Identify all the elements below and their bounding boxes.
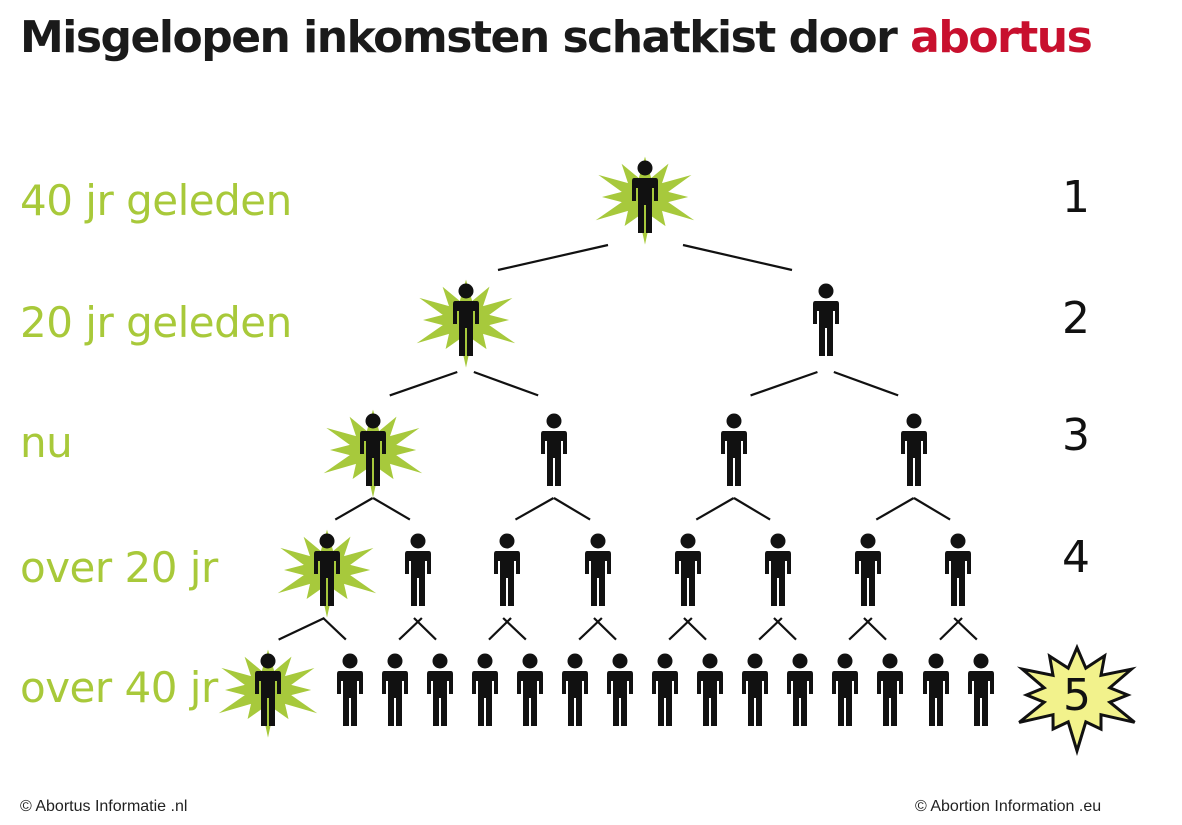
connector-line	[413, 617, 437, 641]
person-icon	[923, 653, 949, 726]
page-title: Misgelopen inkomsten schatkist door abor…	[20, 12, 1093, 63]
generation-number-1: 1	[1062, 172, 1090, 223]
generation-number-4: 4	[1062, 532, 1090, 583]
connector-line	[473, 370, 539, 397]
connector-line	[695, 497, 735, 521]
person-icon	[517, 653, 543, 726]
connector-line	[553, 497, 591, 521]
row-label-1: 40 jr geleden	[20, 176, 292, 225]
person-icon	[697, 653, 723, 726]
person-icon	[562, 653, 588, 726]
connector-line	[953, 617, 978, 641]
title-main: Misgelopen inkomsten schatkist door	[20, 12, 898, 63]
person-icon	[721, 413, 747, 486]
connector-line	[875, 497, 915, 521]
connector-line	[773, 617, 797, 641]
connector-line	[372, 497, 411, 521]
person-icon	[494, 533, 520, 606]
connector-line	[682, 243, 793, 272]
connector-line	[497, 243, 609, 272]
connector-line	[502, 617, 527, 641]
person-icon	[742, 653, 768, 726]
person-icon	[787, 653, 813, 726]
person-icon	[541, 413, 567, 486]
generation-number-2: 2	[1062, 293, 1090, 344]
connector-line	[833, 370, 899, 397]
connector-line	[389, 370, 458, 397]
tree-connectors	[278, 243, 978, 641]
person-icon	[314, 533, 340, 606]
connector-line	[750, 370, 818, 397]
person-icon	[453, 283, 479, 356]
person-icon	[832, 653, 858, 726]
connector-line	[683, 617, 707, 641]
footer-left-credit: © Abortus Informatie .nl	[20, 798, 188, 815]
generation-number-3: 3	[1062, 410, 1090, 461]
person-icon	[427, 653, 453, 726]
person-icon	[255, 653, 281, 726]
person-icon	[877, 653, 903, 726]
person-icon	[855, 533, 881, 606]
title-accent: abortus	[910, 12, 1093, 63]
footer-right-credit: © Abortion Information .eu	[915, 798, 1102, 815]
connector-line	[913, 497, 951, 521]
connector-line	[278, 617, 325, 641]
people-layer	[255, 160, 994, 726]
person-icon	[813, 283, 839, 356]
connector-line	[863, 617, 887, 641]
starburst-icon	[1016, 643, 1137, 756]
connector-line	[322, 617, 347, 641]
row-label-4: over 20 jr	[20, 543, 218, 592]
person-icon	[945, 533, 971, 606]
connector-line	[334, 497, 374, 521]
person-icon	[607, 653, 633, 726]
person-icon	[765, 533, 791, 606]
person-icon	[585, 533, 611, 606]
connector-line	[593, 617, 617, 641]
person-icon	[652, 653, 678, 726]
connector-line	[733, 497, 771, 521]
person-icon	[901, 413, 927, 486]
person-icon	[632, 160, 658, 233]
person-icon	[472, 653, 498, 726]
person-icon	[337, 653, 363, 726]
row-label-2: 20 jr geleden	[20, 298, 292, 347]
person-icon	[360, 413, 386, 486]
row-label-5: over 40 jr	[20, 663, 218, 712]
person-icon	[405, 533, 431, 606]
person-icon	[382, 653, 408, 726]
connector-line	[514, 497, 555, 521]
person-icon	[675, 533, 701, 606]
person-icon	[968, 653, 994, 726]
generation-number-5: 5	[1063, 670, 1091, 721]
row-label-3: nu	[20, 418, 73, 467]
